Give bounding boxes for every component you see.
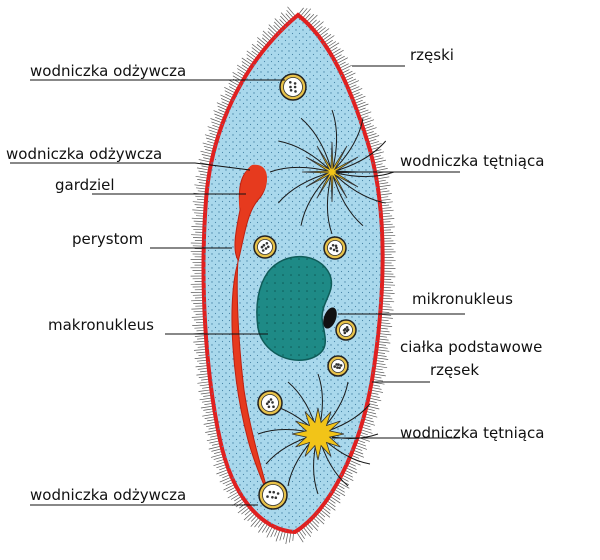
label-basal-bodies-line2: rzęsek	[430, 361, 479, 379]
leader-lines	[10, 65, 465, 506]
label-macronucleus: makronukleus	[48, 316, 154, 334]
label-cilia: rzęski	[410, 46, 454, 64]
cilia-fringe	[190, 6, 396, 545]
micronucleus-shape	[323, 307, 337, 329]
label-food-vacuole-top: wodniczka odżywcza	[30, 62, 186, 80]
contractile-vacuole-top	[269, 109, 395, 235]
label-micronucleus: mikronukleus	[412, 290, 513, 308]
label-contractile-vacuole-bottom: wodniczka tętniąca	[400, 424, 544, 442]
contractile-vacuole-bottom	[257, 373, 379, 495]
macronucleus-texture	[256, 256, 332, 361]
food-vacuoles	[253, 73, 357, 510]
label-peristome: perystom	[72, 230, 143, 248]
label-contractile-vacuole-top: wodniczka tętniąca	[400, 152, 544, 170]
cytopharynx-shape	[239, 164, 268, 209]
label-food-vacuole-mid: wodniczka odżywcza	[6, 145, 162, 163]
label-cytopharynx: gardziel	[55, 176, 115, 194]
label-food-vacuole-bottom: wodniczka odżywcza	[30, 486, 186, 504]
label-basal-bodies-line1: ciałka podstawowe	[400, 338, 542, 356]
